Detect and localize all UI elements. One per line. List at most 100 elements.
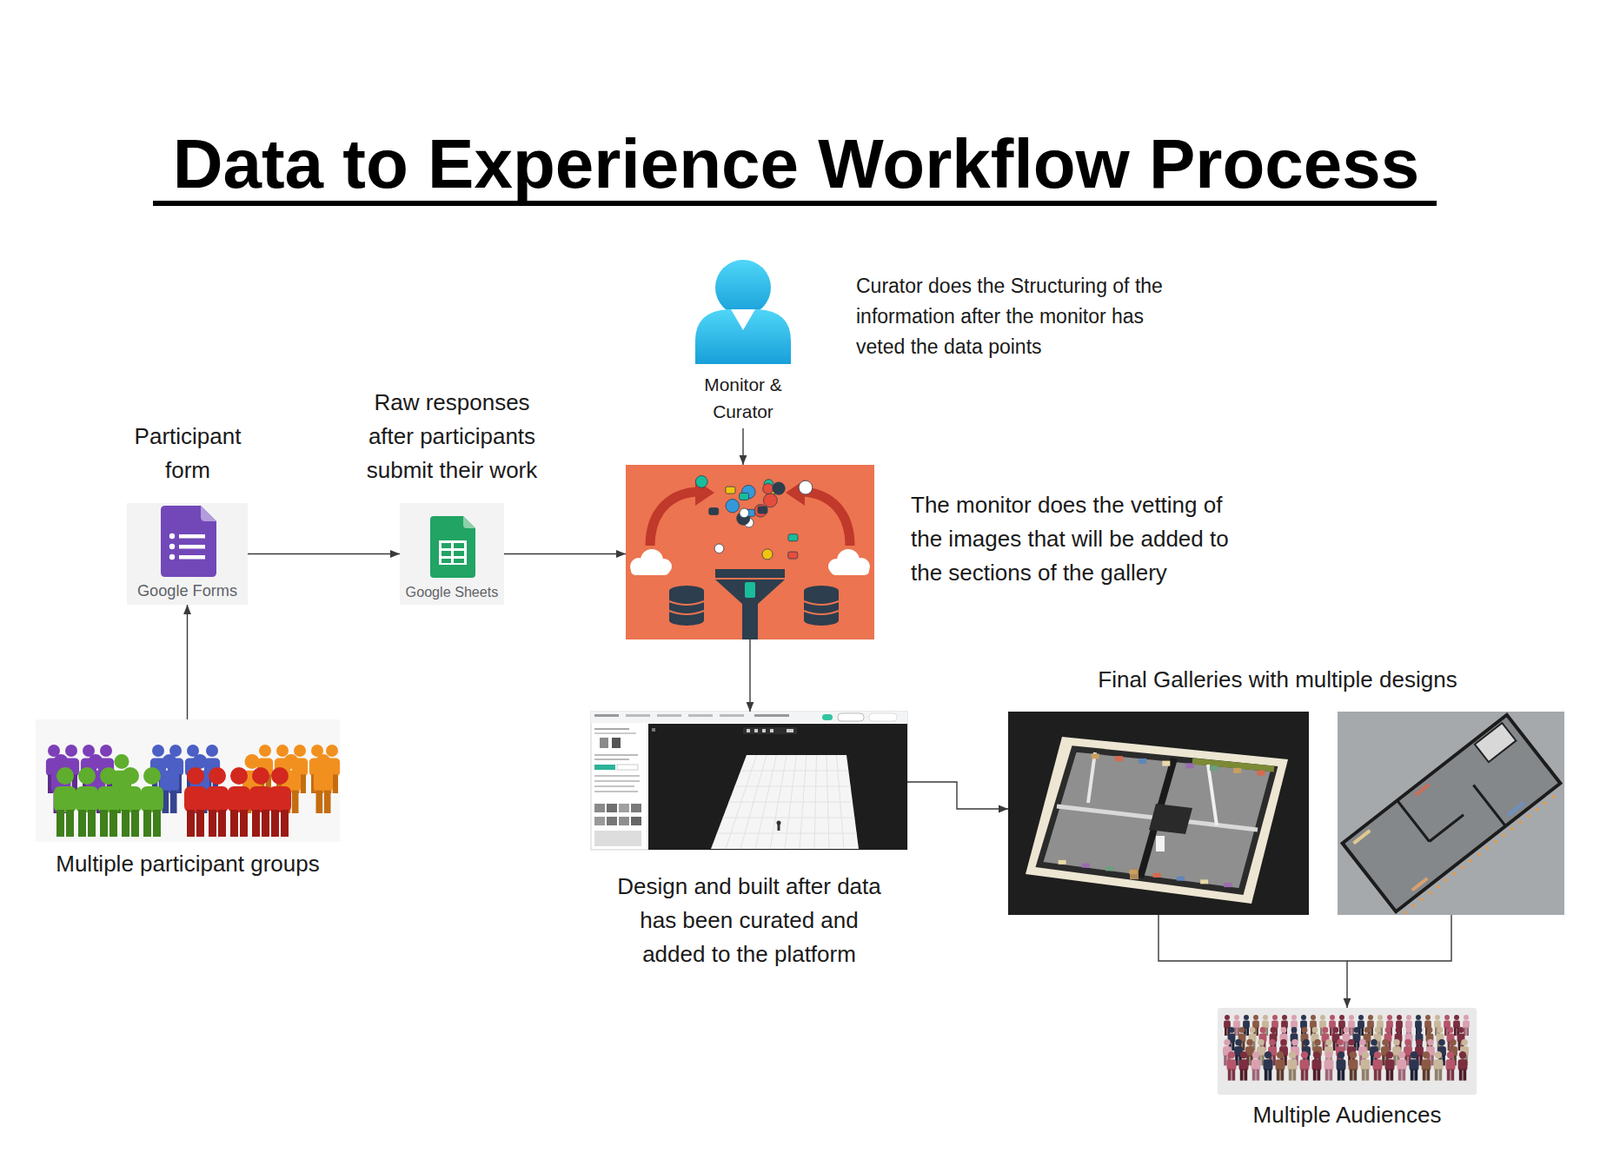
audience-figure bbox=[1270, 1027, 1277, 1034]
text-slot: Google Sheets bbox=[399, 583, 505, 601]
audience-figure bbox=[1395, 1015, 1403, 1036]
audience-figure bbox=[1425, 1015, 1431, 1021]
editor-screenshot bbox=[754, 714, 790, 718]
audience-figure bbox=[1304, 1069, 1308, 1082]
participant-figure bbox=[140, 767, 164, 837]
audience-figure bbox=[1370, 1039, 1378, 1047]
audience-figure bbox=[1239, 1051, 1249, 1082]
audience-figure bbox=[1291, 1039, 1299, 1047]
person-icon bbox=[730, 309, 756, 331]
audience-figure bbox=[1288, 1051, 1296, 1059]
sheets-logo bbox=[453, 543, 465, 549]
participant-figure bbox=[245, 754, 260, 770]
forms-logo bbox=[169, 554, 175, 560]
audience-figure bbox=[1291, 1027, 1298, 1034]
audience-figure bbox=[1385, 1059, 1395, 1071]
participant-figure bbox=[218, 809, 226, 837]
participant-figure bbox=[186, 809, 195, 837]
audience-figure bbox=[1359, 1039, 1367, 1047]
audience-figure bbox=[1462, 1015, 1470, 1036]
floor-grid bbox=[717, 755, 857, 850]
editor-screenshot bbox=[618, 803, 630, 813]
audience-figure bbox=[1300, 1059, 1310, 1071]
audience-figure bbox=[1242, 1015, 1250, 1036]
audience-figure bbox=[1421, 1051, 1432, 1082]
participant-figure bbox=[205, 767, 229, 837]
audience-figure bbox=[1301, 1015, 1307, 1021]
audience-figure bbox=[1228, 1069, 1232, 1082]
audience-figure bbox=[1255, 1069, 1260, 1082]
audience-figure bbox=[1415, 1039, 1423, 1047]
audience-figure bbox=[1387, 1015, 1393, 1021]
audience-figure bbox=[1312, 1059, 1322, 1071]
participant-figure bbox=[121, 809, 130, 837]
participant-figure bbox=[119, 786, 142, 813]
audience-figure bbox=[1409, 1051, 1420, 1082]
participant-figure bbox=[324, 790, 332, 814]
participant-figure bbox=[192, 754, 208, 770]
participant-figure bbox=[97, 767, 120, 837]
audience-figure bbox=[1272, 1055, 1275, 1067]
audience-figure bbox=[1453, 1028, 1457, 1036]
title-slot: Data to Experience Workflow Process bbox=[0, 129, 1593, 200]
audience-figure bbox=[1462, 1021, 1470, 1030]
gallery-artworks bbox=[1186, 763, 1195, 769]
funnel-illustration bbox=[625, 464, 875, 640]
audience-figure bbox=[1447, 1027, 1454, 1034]
flow-connector bbox=[504, 553, 626, 555]
participant-figure bbox=[143, 767, 161, 785]
participant-figure bbox=[53, 767, 77, 837]
gallery-group-node: Final Galleries with multiple designs bbox=[1008, 711, 1565, 916]
audience-figure bbox=[1463, 1015, 1469, 1021]
editor-screenshot bbox=[618, 816, 630, 826]
audience-figure bbox=[1460, 1039, 1468, 1047]
gallery-render-b bbox=[1414, 783, 1430, 797]
audience-figure bbox=[1336, 1039, 1344, 1047]
forms-logo bbox=[200, 505, 217, 522]
node-caption: Multiple Audiences bbox=[1199, 1100, 1495, 1130]
editor-screenshot bbox=[743, 727, 797, 735]
audience-figure bbox=[1314, 1039, 1322, 1047]
participant-figure bbox=[186, 767, 205, 785]
audience-figure bbox=[1300, 1015, 1308, 1036]
participant-figure bbox=[252, 809, 260, 837]
audience-figure bbox=[1246, 1028, 1249, 1036]
audience-figure bbox=[1301, 1027, 1308, 1034]
audience-figure bbox=[1410, 1069, 1415, 1082]
audience-figure bbox=[1224, 1028, 1228, 1036]
audience-figure bbox=[1223, 1039, 1231, 1047]
audience-figure bbox=[1343, 1027, 1350, 1034]
light-row bbox=[1460, 865, 1466, 870]
participant-figure bbox=[131, 809, 140, 837]
audience-figure bbox=[1458, 1059, 1468, 1071]
light-row bbox=[1518, 820, 1523, 825]
diagram-title: Data to Experience Workflow Process bbox=[0, 129, 1593, 200]
editor-screenshot bbox=[594, 816, 605, 826]
gallery-artworks bbox=[1138, 758, 1147, 764]
editor-screenshot bbox=[688, 714, 713, 718]
audience-figure bbox=[1223, 1015, 1231, 1036]
audience-figure bbox=[1328, 1069, 1333, 1082]
editor-screenshot bbox=[719, 714, 744, 718]
audience-figure bbox=[1406, 1015, 1412, 1021]
participant-figure bbox=[300, 774, 306, 794]
audience-figure bbox=[1325, 1051, 1333, 1059]
editor-screenshot bbox=[625, 714, 651, 718]
funnel-illustration bbox=[803, 491, 850, 546]
editor-screenshot bbox=[770, 729, 774, 733]
editor-screenshot bbox=[594, 790, 638, 793]
node-caption: The monitor does the vetting of the imag… bbox=[910, 488, 1259, 591]
audience-figure bbox=[1341, 1069, 1345, 1082]
audience-figure bbox=[1438, 1069, 1442, 1082]
audience-image-node: Multiple Audiences bbox=[1217, 1008, 1477, 1096]
audience-figure bbox=[1240, 1051, 1248, 1059]
data-icon bbox=[739, 508, 750, 518]
editor-screenshot bbox=[606, 816, 618, 826]
audience-figure bbox=[1228, 1051, 1235, 1059]
gallery-artworks bbox=[1105, 866, 1114, 871]
forms-logo bbox=[179, 555, 206, 560]
text-slot: Monitor & Curator bbox=[690, 371, 796, 425]
audience-figure bbox=[1389, 1069, 1394, 1082]
audience-figure bbox=[1357, 1015, 1365, 1036]
audience-figure bbox=[1276, 1051, 1284, 1059]
